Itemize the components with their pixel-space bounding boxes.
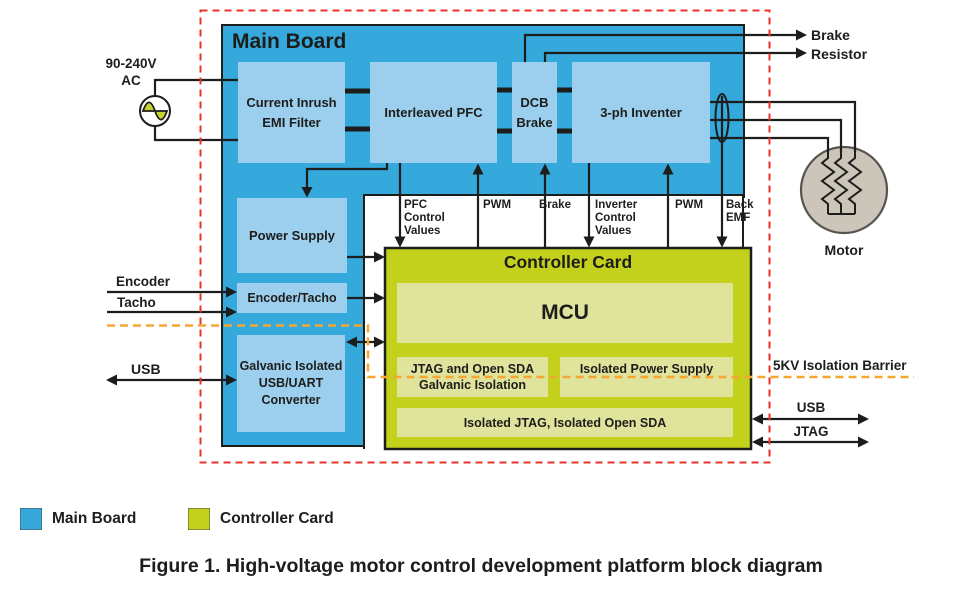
legend-controller-card-swatch (188, 508, 210, 530)
interleaved-pfc-block (370, 62, 497, 163)
wire-ac-top (153, 78, 238, 97)
jtag-galvanic-label: JTAG and Open SDA Galvanic Isolation (410, 361, 535, 392)
back-emf-label: Back EMF (726, 199, 754, 224)
isolation-barrier-label: 5KV Isolation Barrier (773, 358, 907, 373)
mcu-block (397, 283, 733, 343)
wire-motor-phase-3 (710, 136, 830, 152)
figure-caption: Figure 1. High-voltage motor control dev… (139, 555, 823, 577)
wire-usb-right (752, 413, 869, 425)
legend-main-board-swatch (20, 508, 42, 530)
encoder-tacho-label: Encoder/Tacho (247, 290, 337, 305)
main-board-title: Main Board (232, 30, 347, 53)
wire-jtag-right (752, 436, 869, 448)
wire-brake-signal (539, 163, 551, 248)
signal-gap-border (363, 194, 744, 449)
usb-right-label: USB (796, 400, 826, 415)
dcb-brake-block (512, 62, 557, 163)
high-voltage-boundary (199, 9, 771, 464)
legend-controller-card-label: Controller Card (220, 510, 334, 527)
usb-left-label: USB (131, 361, 161, 377)
wire-pwm-right (662, 163, 674, 248)
motor-symbol (799, 145, 889, 235)
brake-signal-label: Brake (539, 199, 571, 211)
cable-bundle-marker (714, 93, 730, 143)
mcu-label: MCU (541, 301, 589, 325)
tacho-label: Tacho (117, 295, 156, 310)
encoder-tacho-block (237, 283, 347, 313)
wire-inverter-control-values (583, 163, 595, 248)
wire-motor-phase-2 (710, 118, 843, 152)
inverter-block (572, 62, 710, 163)
ac-input-label: 90-240V AC (105, 56, 157, 88)
encoder-label: Encoder (116, 274, 171, 289)
brake-resistor-label: Brake Resistor (811, 27, 868, 63)
jtag-right-label: JTAG (793, 424, 829, 439)
emi-filter-block (238, 62, 345, 163)
isolated-power-label: Isolated Power Supply (579, 362, 714, 376)
isolation-barrier-line (107, 324, 914, 379)
galvanic-usb-label: Galvanic Isolated USB/UART Converter (239, 359, 343, 407)
dcb-brake-label: DCB Brake (516, 95, 553, 130)
wire-motor-phase-1 (710, 100, 857, 152)
inverter-control-values-label: Inverter Control Values (595, 199, 638, 237)
wire-encoder-tacho-to-card (347, 292, 385, 304)
legend-main-board-label: Main Board (52, 510, 137, 527)
wire-ac-bottom (153, 125, 238, 142)
wire-galvanic-to-card (346, 336, 385, 348)
pfc-control-values-label: PFC Control Values (404, 199, 445, 237)
wire-tacho (107, 306, 237, 318)
bus-connectors (345, 87, 572, 134)
wire-brake-resistor-2 (543, 47, 807, 62)
wire-pfc-control-values (394, 163, 406, 248)
isolated-jtag-label: Isolated JTAG, Isolated Open SDA (463, 415, 667, 430)
ac-source-symbol (139, 95, 171, 127)
interleaved-pfc-label: Interleaved PFC (384, 104, 483, 120)
wire-power-supply-to-card (347, 251, 385, 263)
wire-pfc-to-power-supply (301, 163, 389, 198)
inverter-label: 3-ph Inventer (600, 104, 682, 120)
isolated-jtag-block (397, 408, 733, 437)
wire-brake-resistor-1 (523, 29, 807, 62)
pwm-left-label: PWM (483, 199, 512, 211)
power-supply-label: Power Supply (249, 227, 335, 243)
wire-usb-left (106, 374, 237, 386)
power-supply-block (237, 198, 347, 273)
controller-card-title: Controller Card (503, 252, 633, 272)
emi-filter-label: Current Inrush EMI Filter (246, 95, 337, 130)
galvanic-usb-block (237, 335, 345, 432)
wire-encoder (107, 286, 237, 298)
motor-label: Motor (824, 242, 864, 258)
pwm-right-label: PWM (675, 199, 704, 211)
wire-pwm-left (472, 163, 484, 248)
